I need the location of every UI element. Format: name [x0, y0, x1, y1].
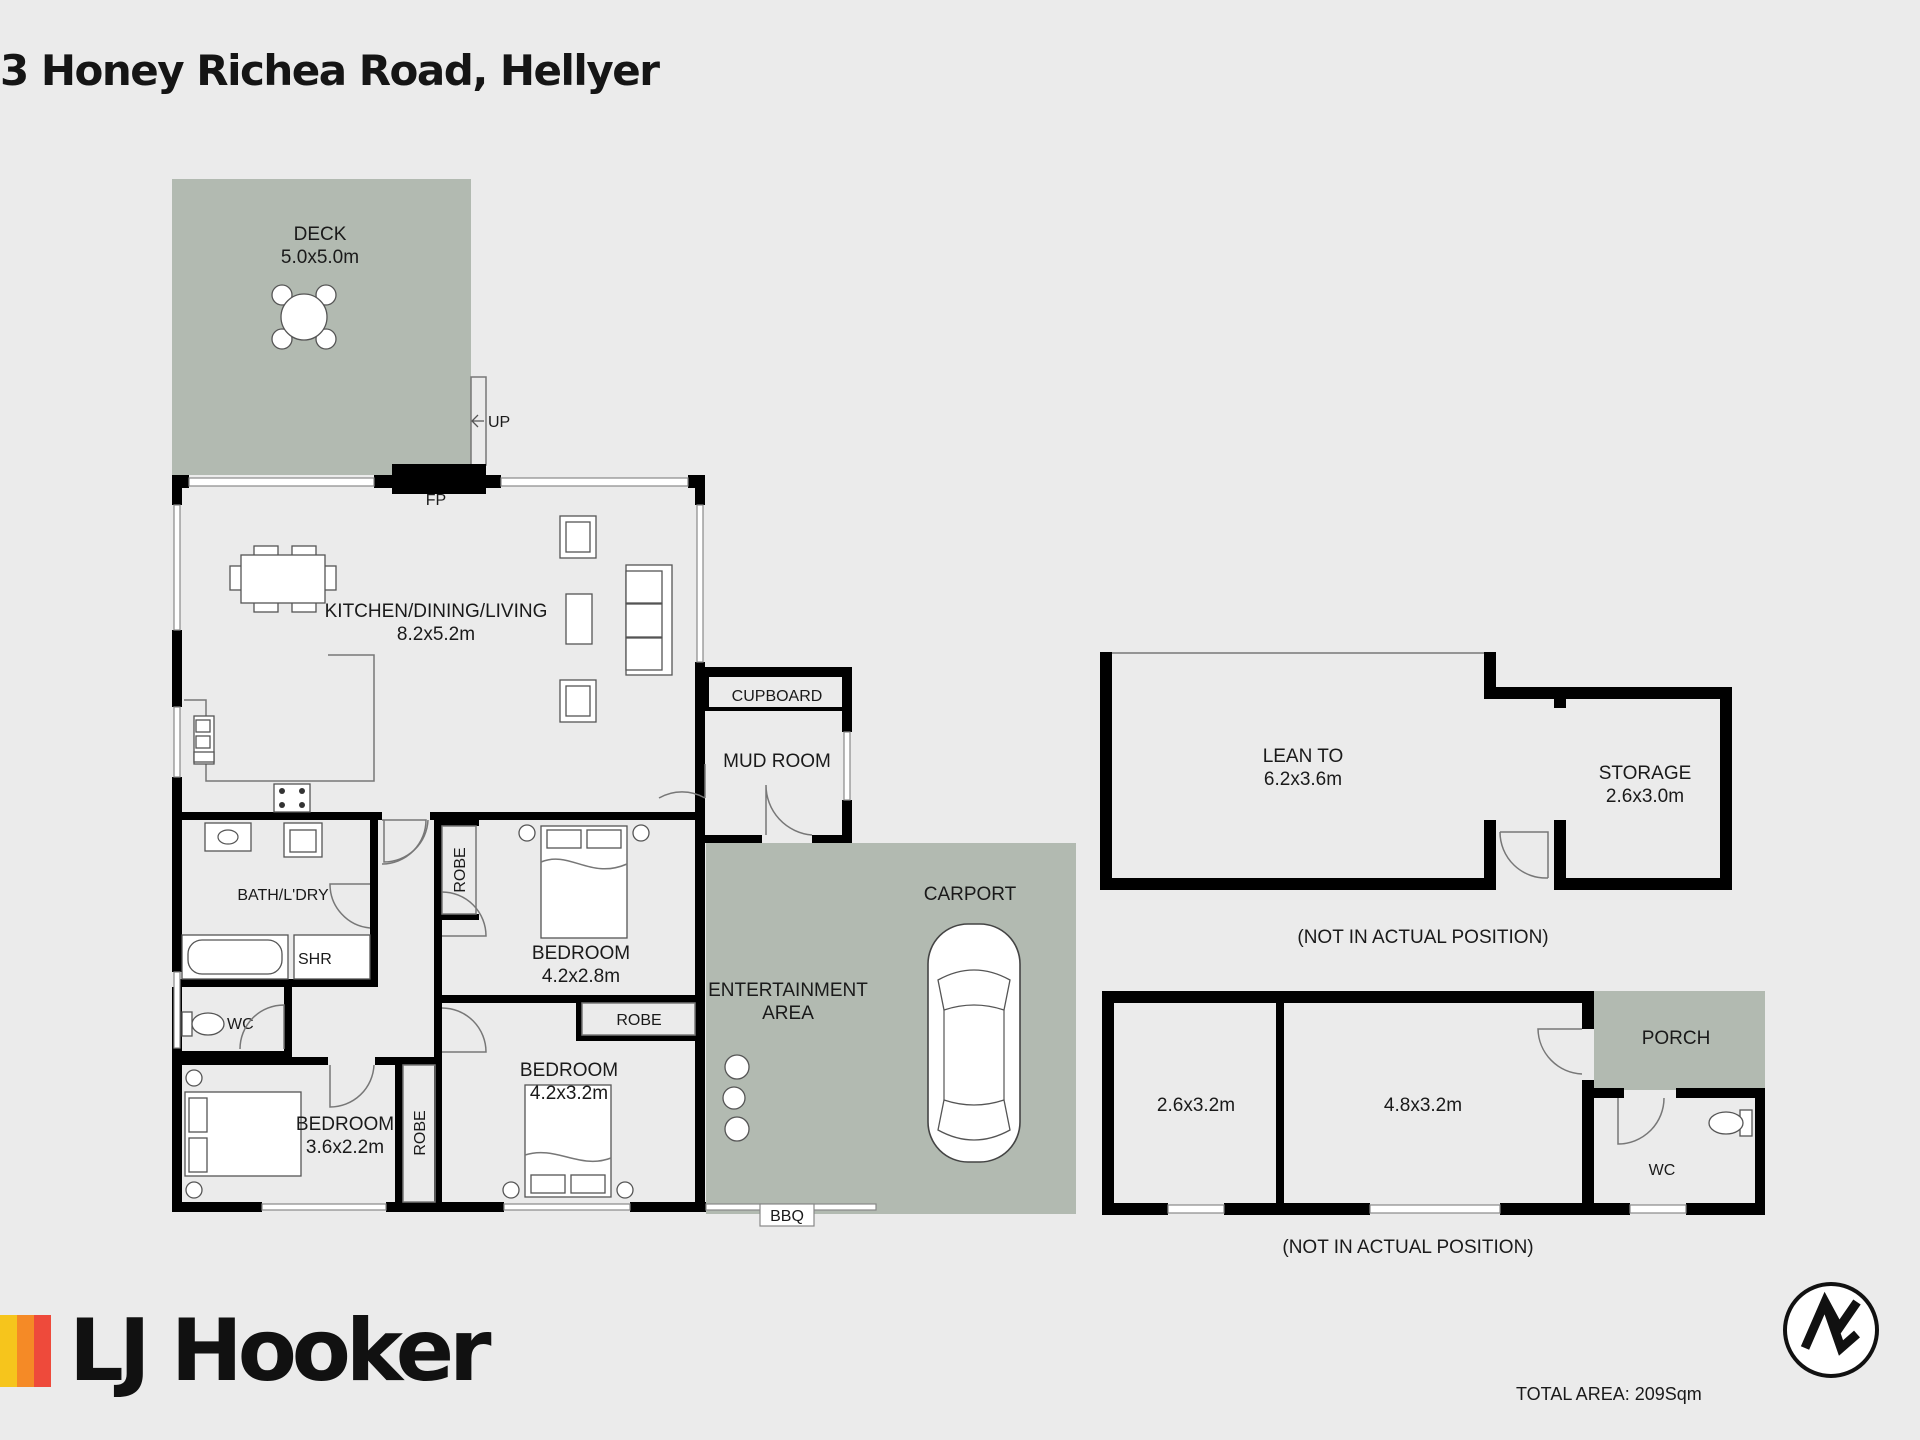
sink-icon — [195, 719, 211, 749]
door-swing-icon — [383, 819, 429, 863]
car-icon — [927, 923, 1021, 1163]
shed-walls — [1102, 991, 1765, 1215]
kitchen-label: KITCHEN/DINING/LIVING — [325, 601, 548, 622]
shower — [293, 934, 371, 980]
bedroom-2-label: BEDROOM — [520, 1060, 618, 1081]
entertainment-label-2: AREA — [762, 1003, 814, 1024]
porch-area — [1594, 991, 1765, 1090]
total-area: TOTAL AREA: 209Sqm — [1516, 1384, 1702, 1404]
shed-a-label: 2.6x3.2m — [1157, 1095, 1235, 1116]
logo-stripe-yellow — [0, 1315, 17, 1387]
robe-3 — [402, 1064, 436, 1203]
mud-room-label: MUD ROOM — [723, 751, 831, 772]
door-swing-icon — [1537, 1028, 1583, 1075]
door-swing-icon — [1499, 831, 1549, 879]
fireplace-label: FP — [426, 492, 446, 509]
bbq-box — [759, 1203, 815, 1227]
robe-1 — [441, 825, 477, 915]
up-label: UP — [488, 414, 510, 431]
sink-icon — [204, 822, 323, 858]
dining-set-icon — [271, 284, 337, 350]
entertainment-label-1: ENTERTAINMENT — [708, 980, 868, 1001]
door-swing-icon — [441, 1007, 487, 1053]
storage-dims: 2.6x3.0m — [1606, 786, 1684, 807]
robe-2 — [581, 1002, 696, 1036]
cupboard-label: CUPBOARD — [732, 688, 823, 705]
bed-icon — [518, 824, 650, 939]
brand-name: LJ Hooker — [69, 1301, 492, 1401]
coffee-table — [565, 593, 593, 645]
carport-label: CARPORT — [924, 884, 1017, 905]
robe-2-label: ROBE — [616, 1012, 661, 1029]
entertainment-area — [706, 843, 877, 1214]
not-actual-note-1: (NOT IN ACTUAL POSITION) — [1297, 927, 1548, 948]
logo-stripe-orange — [17, 1315, 34, 1387]
bath-label: BATH/L'DRY — [237, 887, 329, 904]
bed-icon — [184, 1069, 302, 1199]
bedroom-3-label: BEDROOM — [296, 1114, 394, 1135]
bedroom-2-dims: 4.2x3.2m — [530, 1083, 608, 1104]
bathtub-icon — [181, 934, 289, 980]
sofa-icon — [625, 564, 673, 676]
stove-icon — [279, 788, 305, 808]
bbq-label: BBQ — [770, 1208, 804, 1225]
lean-to-label: LEAN TO — [1263, 746, 1344, 767]
porch-label: PORCH — [1642, 1028, 1711, 1049]
steps-up-icon — [470, 376, 487, 466]
armchair-icon — [559, 515, 597, 723]
toilet-icon — [1708, 1109, 1753, 1137]
kitchen-bench — [184, 654, 375, 813]
bedroom-1-dims: 4.2x2.8m — [542, 966, 620, 987]
not-actual-note-2: (NOT IN ACTUAL POSITION) — [1282, 1237, 1533, 1258]
deck-label: DECK — [294, 224, 347, 245]
storage-label: STORAGE — [1599, 763, 1692, 784]
bedroom-1-label: BEDROOM — [532, 943, 630, 964]
toilet-icon — [181, 1011, 225, 1037]
door-swing-icon — [329, 1064, 375, 1108]
main-house-walls — [172, 464, 852, 1212]
wc-main-label: WC — [227, 1016, 254, 1033]
dining-table-icon — [229, 545, 337, 613]
bedroom-3-dims: 3.6x2.2m — [306, 1137, 384, 1158]
logo-stripe-red — [34, 1315, 51, 1387]
shed-b-label: 4.8x3.2m — [1384, 1095, 1462, 1116]
deck-dims: 5.0x5.0m — [281, 247, 359, 268]
door-swing-icon — [329, 883, 371, 929]
wc-shed-label: WC — [1649, 1162, 1676, 1179]
bbq-chairs-icon — [722, 1054, 750, 1142]
lean-to-walls — [1100, 652, 1732, 890]
compass-icon — [1783, 1282, 1879, 1378]
page-title: 3 Honey Richea Road, Hellyer — [0, 46, 660, 95]
door-swing-icon — [658, 764, 813, 836]
door-swing-icon — [441, 891, 487, 937]
door-swing-icon — [239, 1004, 285, 1050]
lean-to-dims: 6.2x3.6m — [1264, 769, 1342, 790]
robe-3-label: ROBE — [412, 1110, 429, 1155]
robe-1-label: ROBE — [452, 847, 469, 892]
door-swing-icon — [1617, 1097, 1665, 1145]
bed-icon — [502, 1084, 634, 1199]
kitchen-dims: 8.2x5.2m — [397, 624, 475, 645]
shower-label: SHR — [298, 951, 332, 968]
brand-logo: LJ Hooker — [0, 1301, 492, 1401]
